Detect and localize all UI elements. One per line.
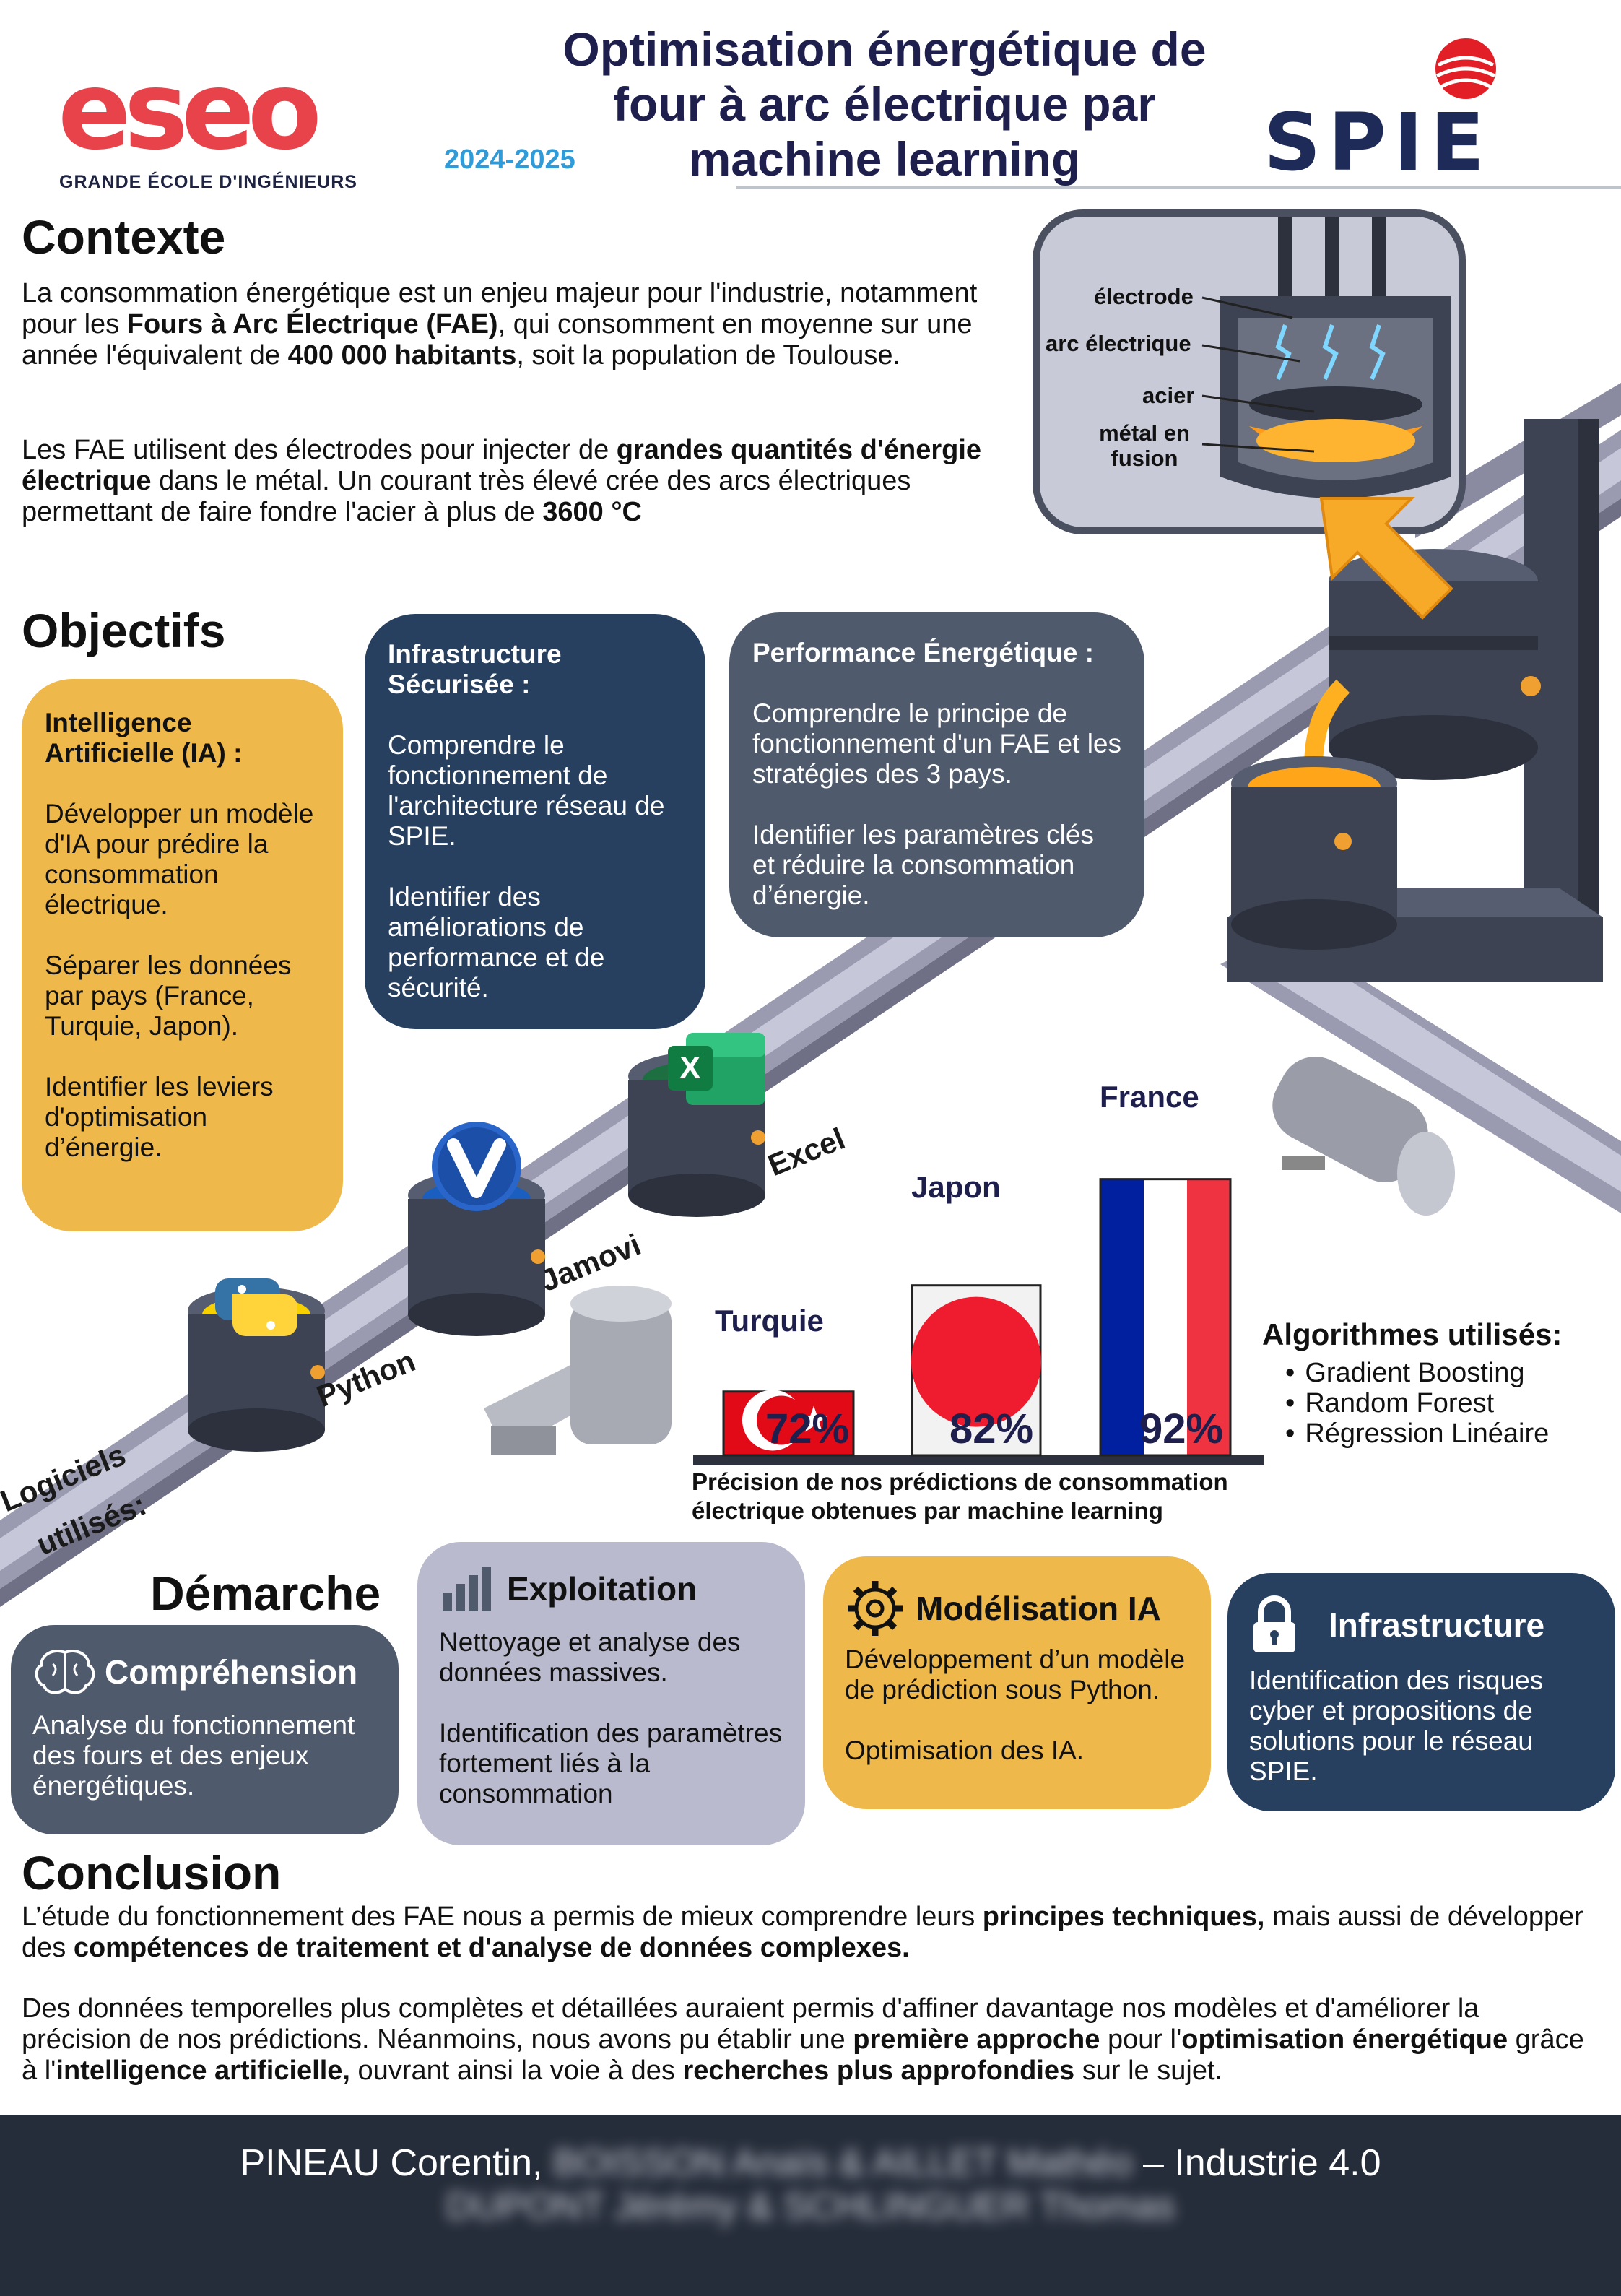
bar-france-red <box>1187 1179 1230 1455</box>
furnace-label-steel: acier <box>1142 383 1195 408</box>
step-comprehension-title: Compréhension <box>105 1653 358 1691</box>
furnace-label-arc: arc électrique <box>1046 331 1191 356</box>
objective-perf-title: Performance Énergétique : <box>752 638 1094 667</box>
eseo-logo: eseo <box>58 48 404 206</box>
algorithm-item: Régression Linéaire <box>1285 1418 1549 1449</box>
conclusion-paragraph-1: L’étude du fonctionnement des FAE nous a… <box>22 1902 1583 1963</box>
algorithm-item: Random Forest <box>1285 1388 1549 1418</box>
author-visible: PINEAU Corentin, <box>240 2142 543 2184</box>
jamovi-logo-icon <box>432 1122 521 1211</box>
conclusion-paragraph-2: Des données temporelles plus complètes e… <box>22 1993 1584 2086</box>
header-divider <box>736 186 1621 189</box>
bar-france-white <box>1144 1179 1187 1455</box>
approach-heading: Démarche <box>150 1567 381 1620</box>
spie-globe-icon <box>1435 38 1496 99</box>
eseo-logo-mark: eseo <box>58 48 325 174</box>
objective-ia-text-3: Identifier les leviers d'optimisation d’… <box>45 1072 274 1162</box>
step-modelisation-card: Modélisation IA Développement d’un modèl… <box>823 1556 1211 1809</box>
academic-year: 2024-2025 <box>444 144 575 175</box>
lock-icon <box>1253 1595 1295 1652</box>
excel-icon-letter: X <box>679 1050 701 1086</box>
objective-perf-text-2: Identifier les paramètres clés et réduir… <box>752 820 1094 910</box>
step-comprehension-text: Analyse du fonctionnement des fours et d… <box>32 1710 355 1801</box>
python-logo-icon <box>215 1278 297 1336</box>
large-ladle <box>1304 549 1541 784</box>
chart-baseline <box>693 1455 1264 1465</box>
orange-arrow-icon <box>1319 497 1453 620</box>
step-infrastructure-card: Infrastructure Identification des risque… <box>1227 1573 1615 1811</box>
authors-blurred-1: BOISSON Anaïs & AILLET Mathéo <box>552 2142 1133 2184</box>
eseo-tagline: GRANDE ÉCOLE D'INGÉNIEURS <box>59 172 357 192</box>
step-exploitation-card: Exploitation Nettoyage et analyse des do… <box>417 1542 805 1845</box>
excel-logo-icon <box>668 1033 765 1105</box>
rolling-mill-machine <box>484 1286 672 1455</box>
context-paragraph-1: La consommation énergétique est un enjeu… <box>22 278 978 371</box>
turkey-star-icon <box>799 1405 828 1432</box>
step-infrastructure-title: Infrastructure <box>1329 1606 1545 1644</box>
step-modelisation-title: Modélisation IA <box>916 1590 1161 1627</box>
objective-infra-card: Infrastructure Sécurisée : Comprendre le… <box>365 614 705 1029</box>
crane-structure <box>1227 419 1603 982</box>
receiving-ladle <box>1231 756 1397 950</box>
step-exploitation-text-1: Nettoyage et analyse des données massive… <box>439 1627 741 1687</box>
footer-bar <box>0 2115 1621 2296</box>
japan-sun-disc <box>911 1296 1041 1427</box>
spie-logo-text: SPIE <box>1264 96 1492 181</box>
spie-logo: SPIE <box>1264 38 1496 181</box>
objective-infra-title: Infrastructure Sécurisée : <box>388 639 562 699</box>
chart-category-japon: Japon <box>911 1170 1001 1204</box>
algorithms-title: Algorithmes utilisés: <box>1262 1317 1563 1351</box>
algorithm-item: Gradient Boosting <box>1285 1358 1549 1388</box>
step-comprehension-card: Compréhension Analyse du fonctionnement … <box>11 1625 399 1834</box>
turbine-machine <box>1272 1057 1455 1216</box>
objectives-heading: Objectifs <box>22 604 226 657</box>
objective-ia-card: Intelligence Artificielle (IA) : Dévelop… <box>22 679 343 1231</box>
objective-ia-title: Intelligence Artificielle (IA) : <box>45 708 243 768</box>
brain-icon <box>35 1650 95 1694</box>
furnace-callout <box>1033 209 1466 534</box>
step-infrastructure-text: Identification des risques cyber et prop… <box>1249 1665 1544 1786</box>
conclusion-heading: Conclusion <box>22 1846 282 1899</box>
chart-category-france: France <box>1100 1080 1199 1114</box>
context-paragraph-2: Les FAE utilisent des électrodes pour in… <box>22 435 982 527</box>
chart-category-turquie: Turquie <box>715 1304 824 1338</box>
step-exploitation-title: Exploitation <box>507 1570 697 1608</box>
algorithms-list: Gradient Boosting Random Forest Régressi… <box>1285 1358 1549 1449</box>
furnace-label-electrode: électrode <box>1094 284 1194 309</box>
objective-ia-text-2: Séparer les données par pays (France, Tu… <box>45 950 292 1041</box>
turkey-crescent-inner <box>757 1395 806 1445</box>
objective-perf-text-1: Comprendre le principe de fonctionnement… <box>752 698 1121 789</box>
eseo-logo-text: eseo <box>58 61 318 170</box>
bar-france-blue <box>1100 1179 1144 1455</box>
objective-infra-text-2: Identifier des améliorations de performa… <box>388 882 605 1002</box>
footer-authors-line-1: PINEAU Corentin, BOISSON Anaïs & AILLET … <box>0 2141 1621 2185</box>
program-name: – Industrie 4.0 <box>1132 2142 1381 2184</box>
gear-icon <box>848 1581 903 1636</box>
furnace-label-molten: métal en fusion <box>1099 420 1190 471</box>
bar-chart-icon <box>443 1567 491 1611</box>
step-modelisation-text-1: Développement d’un modèle de prédiction … <box>845 1645 1186 1704</box>
objective-ia-text-1: Développer un modèle d'IA pour prédire l… <box>45 799 314 919</box>
bar-france-outline <box>1099 1178 1232 1457</box>
step-modelisation-text-2: Optimisation des IA. <box>845 1736 1085 1765</box>
poster-title: Optimisation énergétique de four à arc é… <box>562 22 1207 186</box>
chart-value-turquie: 72% <box>765 1405 850 1452</box>
step-exploitation-text-2: Identification des paramètres fortement … <box>439 1718 783 1808</box>
chart-caption: Précision de nos prédictions de consomma… <box>692 1468 1228 1524</box>
conveyor-belt <box>0 383 1621 1607</box>
context-heading: Contexte <box>22 210 226 264</box>
objective-infra-text-1: Comprendre le fonctionnement de l'archit… <box>388 730 665 851</box>
authors-blurred-2: DUPONT Jérémy & SCHLINGUER Thomas <box>446 2185 1175 2227</box>
chart-value-japon: 82% <box>949 1405 1034 1452</box>
objective-perf-card: Performance Énergétique : Comprendre le … <box>729 612 1144 937</box>
chart-value-france: 92% <box>1139 1405 1224 1452</box>
precision-bar-chart <box>693 1178 1264 1465</box>
